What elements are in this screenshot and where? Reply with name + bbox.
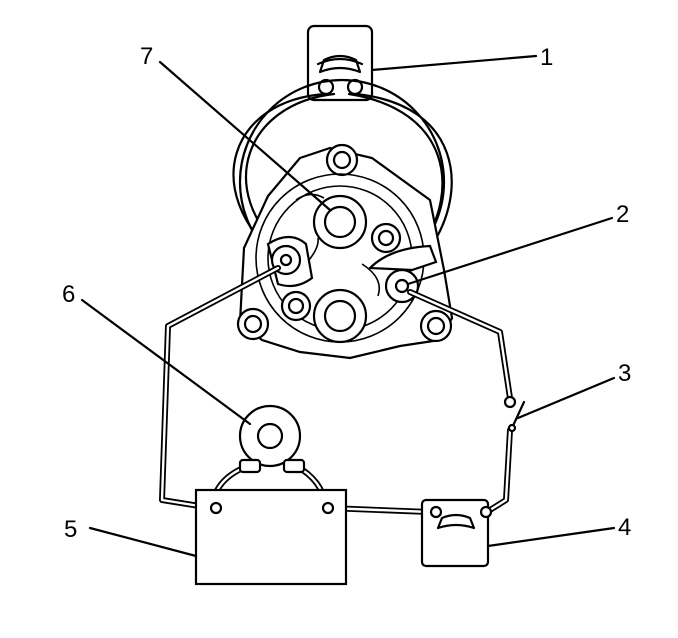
callout-3: 3 <box>618 360 631 387</box>
bottom-meter <box>420 498 493 568</box>
callout-4: 4 <box>618 514 631 541</box>
top-meter <box>306 24 374 102</box>
compressor-body <box>236 78 454 360</box>
callout-7: 7 <box>140 43 153 70</box>
battery <box>194 488 348 586</box>
callout-2: 2 <box>616 201 629 228</box>
callout-6: 6 <box>62 281 75 308</box>
callout-5: 5 <box>64 516 77 543</box>
relay <box>238 404 306 474</box>
switch <box>503 395 526 433</box>
leader-lines <box>80 54 616 558</box>
callouts: 1 2 3 4 5 6 7 <box>62 43 631 543</box>
callout-1: 1 <box>540 44 553 71</box>
